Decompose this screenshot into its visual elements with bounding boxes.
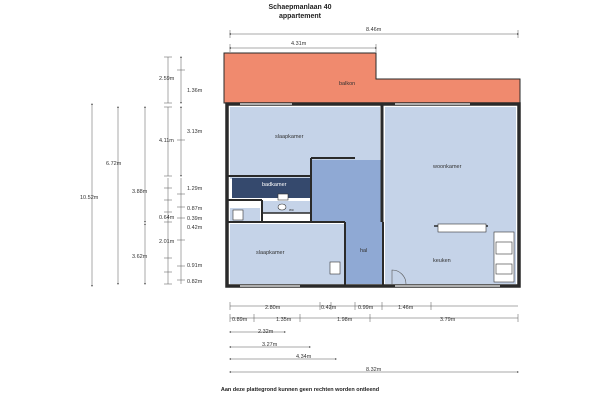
dim-bottom-2: 0.42m — [321, 305, 337, 311]
dim-top-left: 4.31m — [291, 41, 307, 47]
dim-left-7: 0.39m — [187, 216, 203, 222]
hal-area-lower — [346, 222, 383, 284]
kitchen-island-icon — [437, 223, 487, 233]
dim-cumulative-3: 4.34m — [296, 354, 312, 360]
woonkamer-area — [385, 107, 516, 227]
sink-icon — [277, 193, 289, 201]
dimension-ticks — [164, 30, 519, 322]
dim-left-col4: 10.52m — [80, 195, 99, 201]
dim-bottom-1: 2.80m — [265, 305, 281, 311]
dim-bottom2-2: 1.35m — [276, 317, 292, 323]
dim-left-col2-1: 0.64m — [159, 215, 175, 221]
kitchen-sink-icon — [495, 263, 513, 275]
washer-icon — [232, 209, 244, 221]
hal-area-upper — [312, 160, 383, 222]
wc-area — [263, 201, 311, 213]
dim-left-11: 0.82m — [187, 279, 203, 285]
dim-bottom2-1: 0.89m — [232, 317, 248, 323]
dim-cumulative-4: 8.32m — [366, 367, 382, 373]
room-label-slaapkamer-bottom: slaapkamer — [256, 250, 285, 256]
dim-left-4: 4.11m — [159, 138, 174, 144]
dim-bottom2-3: 1.98m — [337, 317, 353, 323]
windows — [240, 103, 500, 287]
dim-cumulative-2: 3.27m — [262, 342, 278, 348]
room-label-hal: hal — [360, 248, 367, 254]
room-label-balkon: balkon — [339, 81, 355, 87]
badkamer-area — [232, 178, 310, 198]
room-label-wc: wc — [289, 207, 294, 212]
dim-left-3: 3.13m — [187, 129, 203, 135]
boiler-icon — [329, 261, 341, 275]
dim-left-9: 2.01m — [159, 239, 175, 245]
balkon-area — [223, 52, 521, 104]
stove-icon — [495, 241, 513, 255]
room-label-badkamer: badkamer — [262, 182, 287, 188]
room-label-keuken: keuken — [433, 258, 451, 264]
plan-title: Schaepmanlaan 40 — [268, 4, 332, 11]
dim-left-8: 0.42m — [187, 225, 203, 231]
toilet-icon — [277, 203, 287, 211]
room-label-slaapkamer-top: slaapkamer — [275, 134, 304, 140]
dim-bottom-4: 1.46m — [398, 305, 414, 311]
dim-left-col3-1: 6.72m — [106, 161, 122, 167]
disclaimer: Aan deze plattegrond kunnen geen rechten… — [220, 387, 380, 393]
dim-left-5: 1.29m — [187, 186, 203, 192]
slaapkamer-bottom-area — [230, 224, 344, 284]
kitchen-counter-icon — [493, 231, 515, 283]
dimension-lines — [91, 33, 519, 373]
dim-left-col3-2: 3.88m — [132, 189, 148, 195]
dim-left-10: 0.91m — [187, 263, 203, 269]
plan-subtitle: appartement — [278, 13, 321, 20]
dim-left-6: 0.87m — [187, 206, 203, 212]
dim-left-col2-2: 3.62m — [132, 254, 148, 260]
door-arc — [391, 269, 407, 285]
dim-left-1: 2.59m — [159, 76, 175, 82]
dim-bottom-3: 0.99m — [358, 305, 374, 311]
dim-bottom2-4: 3.79m — [440, 317, 456, 323]
dim-top-total: 8.46m — [366, 27, 382, 33]
dim-cumulative-1: 2.32m — [258, 329, 274, 335]
dim-left-2: 1.36m — [187, 88, 203, 94]
fixtures — [232, 193, 515, 283]
room-label-woonkamer: woonkamer — [432, 164, 462, 170]
